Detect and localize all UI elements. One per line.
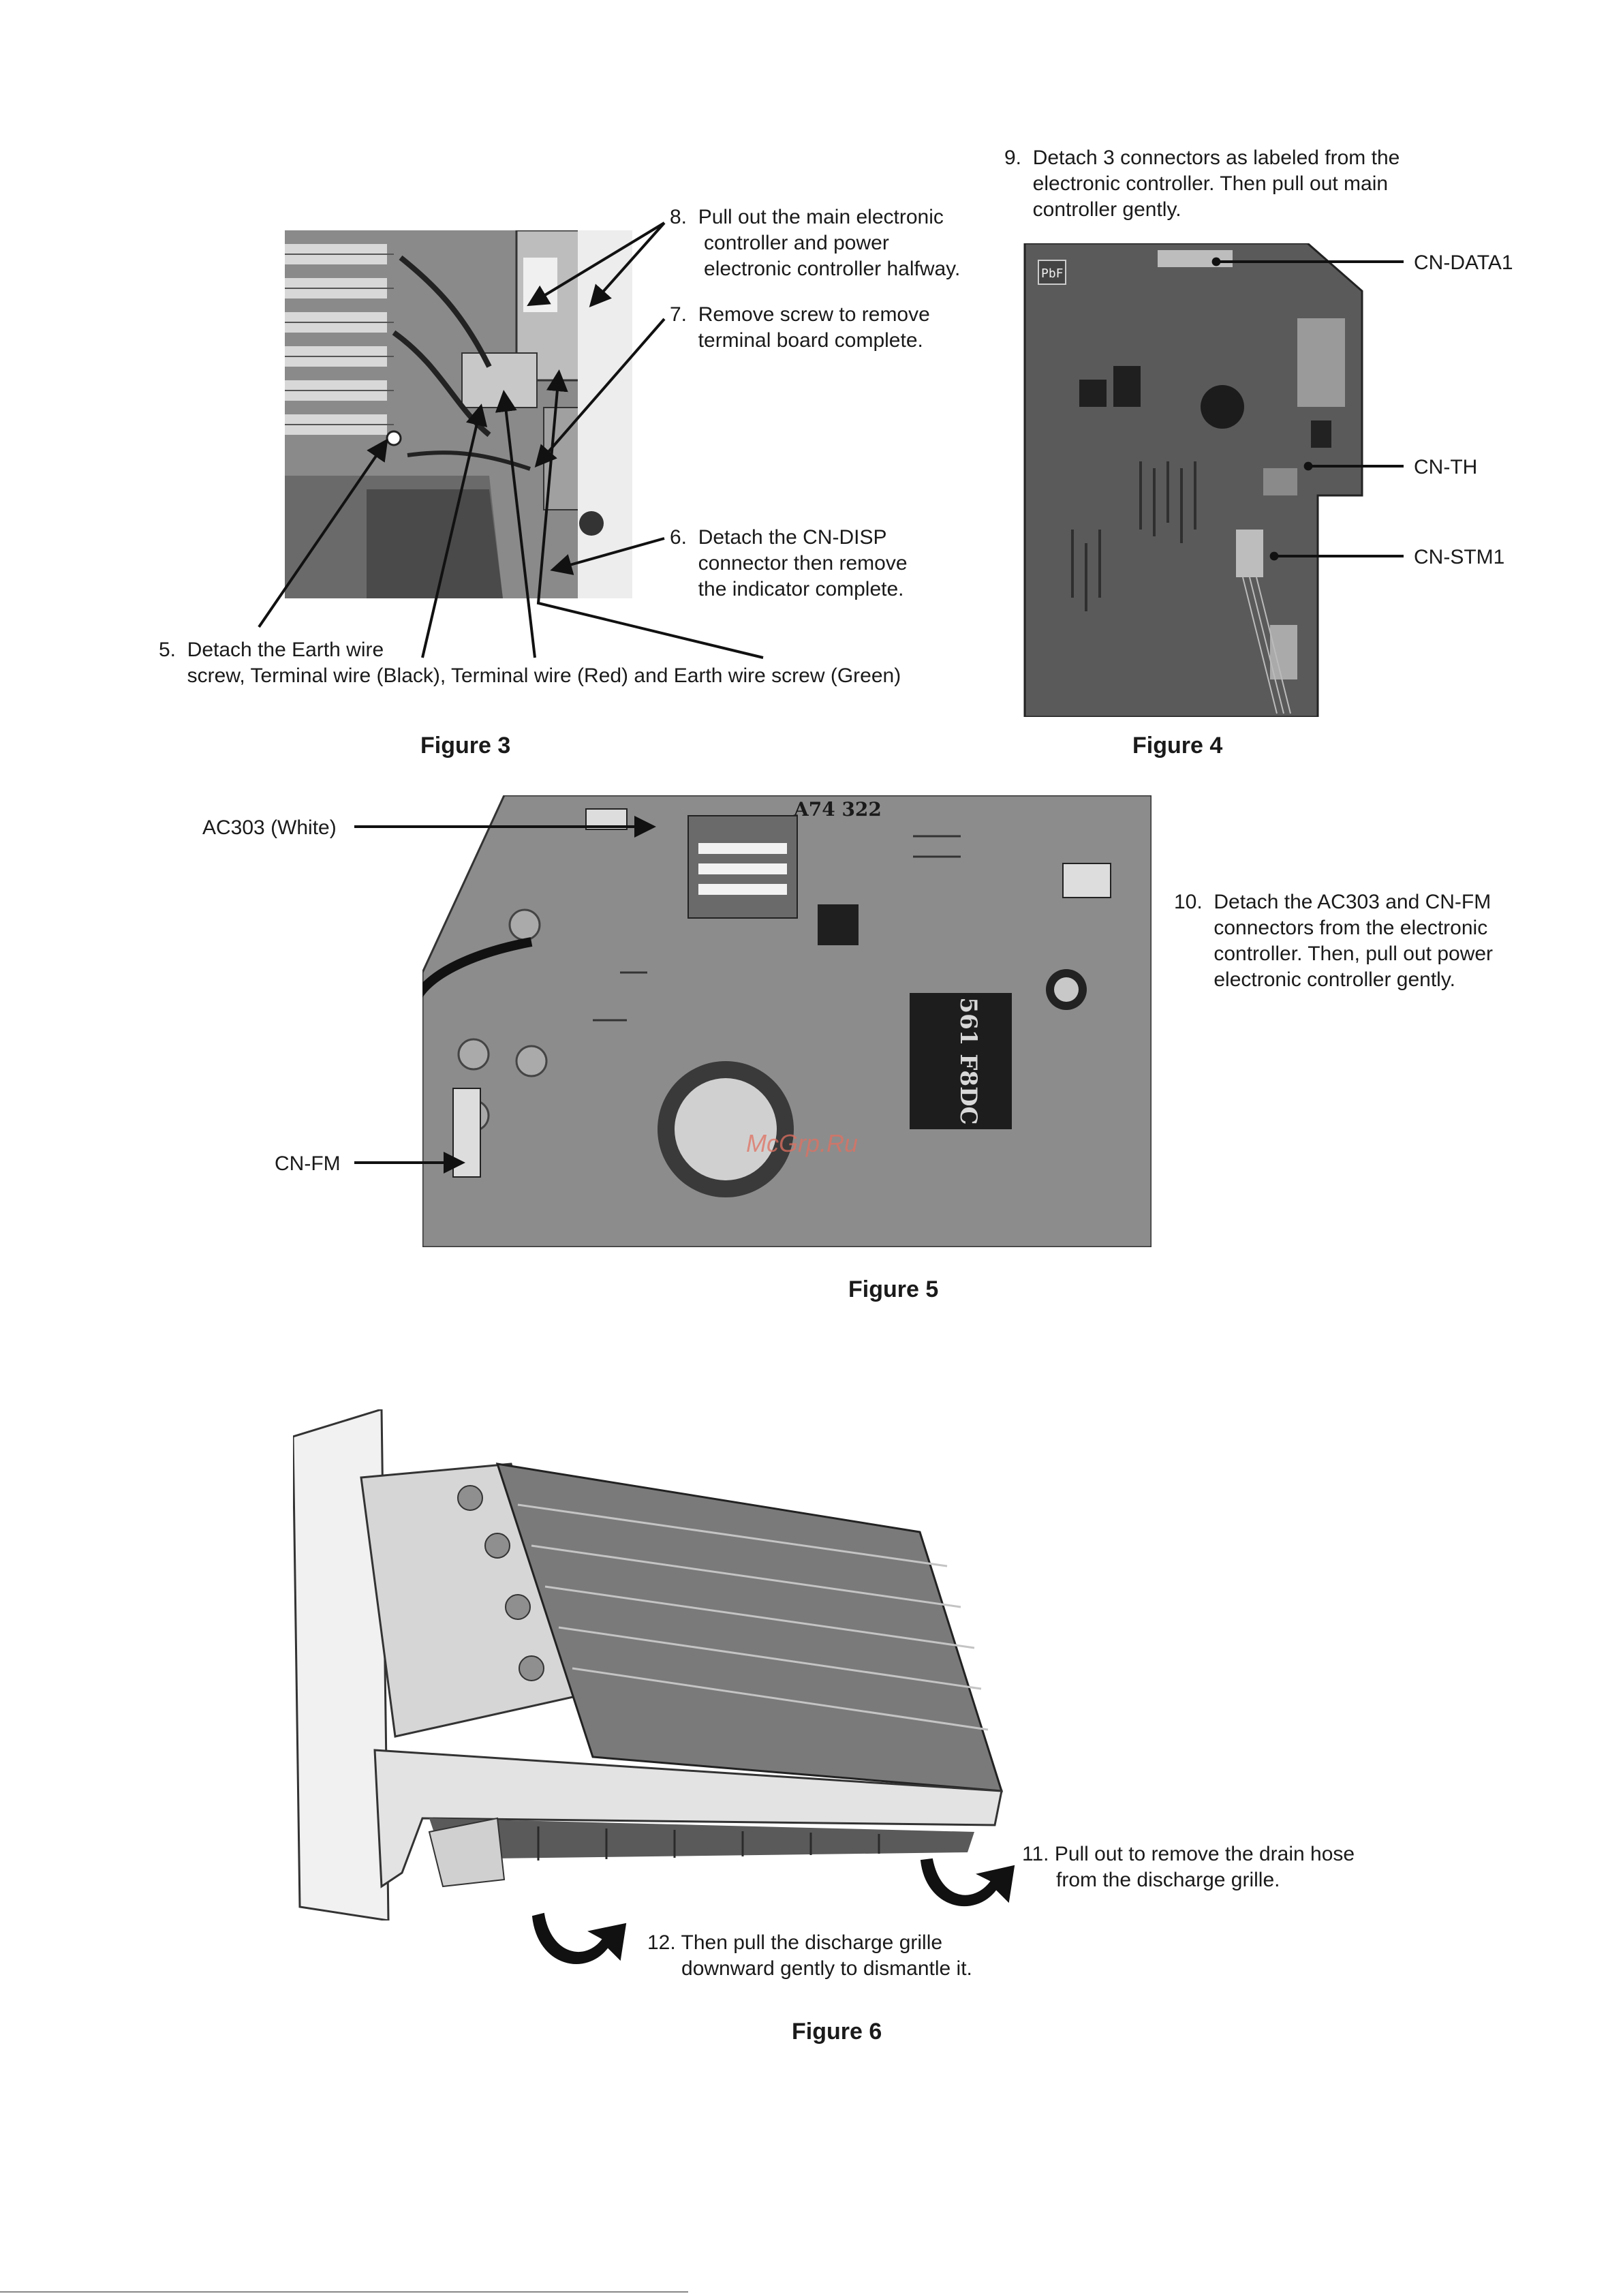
figure3-caption: Figure 3 (420, 733, 511, 759)
figure4-board-marking: PbF (1041, 266, 1064, 281)
figure3-step8: 8. Pull out the main electronic controll… (670, 206, 961, 280)
figure4-label-cn-data1: CN-DATA1 (1414, 251, 1513, 274)
figure3-step6: 6. Detach the CN-DISP connector then rem… (670, 526, 908, 600)
figure5-watermark: McGrp.Ru (746, 1129, 859, 1157)
footer-rule (0, 2291, 688, 2293)
figure6-caption: Figure 6 (792, 2019, 882, 2045)
figure6-photo (293, 1409, 1008, 1920)
figure4-step9: 9. Detach 3 connectors as labeled from t… (1004, 147, 1400, 221)
figure5-transformer-marking: 561 F8DC (955, 997, 982, 1124)
figure5-board-marking: A74 322 (793, 798, 882, 821)
figure5-photo: A74 322 561 F8DC McGrp.Ru (422, 795, 1151, 1247)
figure3-step5: 5. Detach the Earth wire screw, Terminal… (159, 639, 901, 687)
figure3-photo (285, 230, 632, 598)
figure4-photo: PbF (1018, 243, 1375, 717)
figure3-step7: 7. Remove screw to remove terminal board… (670, 303, 930, 352)
figure4-label-cn-th: CN-TH (1414, 456, 1478, 478)
figure5-step10: 10. Detach the AC303 and CN-FM connector… (1174, 891, 1494, 991)
figure6-step12: 12. Then pull the discharge grille downw… (647, 1931, 972, 1980)
figure4-caption: Figure 4 (1132, 733, 1223, 759)
figure5-caption: Figure 5 (848, 1276, 939, 1302)
figure6-step11: 11. Pull out to remove the drain hose fr… (1022, 1843, 1355, 1891)
figure5-label-ac303: AC303 (White) (202, 816, 337, 839)
figure4-label-cn-stm1: CN-STM1 (1414, 546, 1505, 568)
figure5-label-cn-fm: CN-FM (275, 1152, 341, 1175)
curved-arrow-step12 (531, 1912, 627, 1964)
